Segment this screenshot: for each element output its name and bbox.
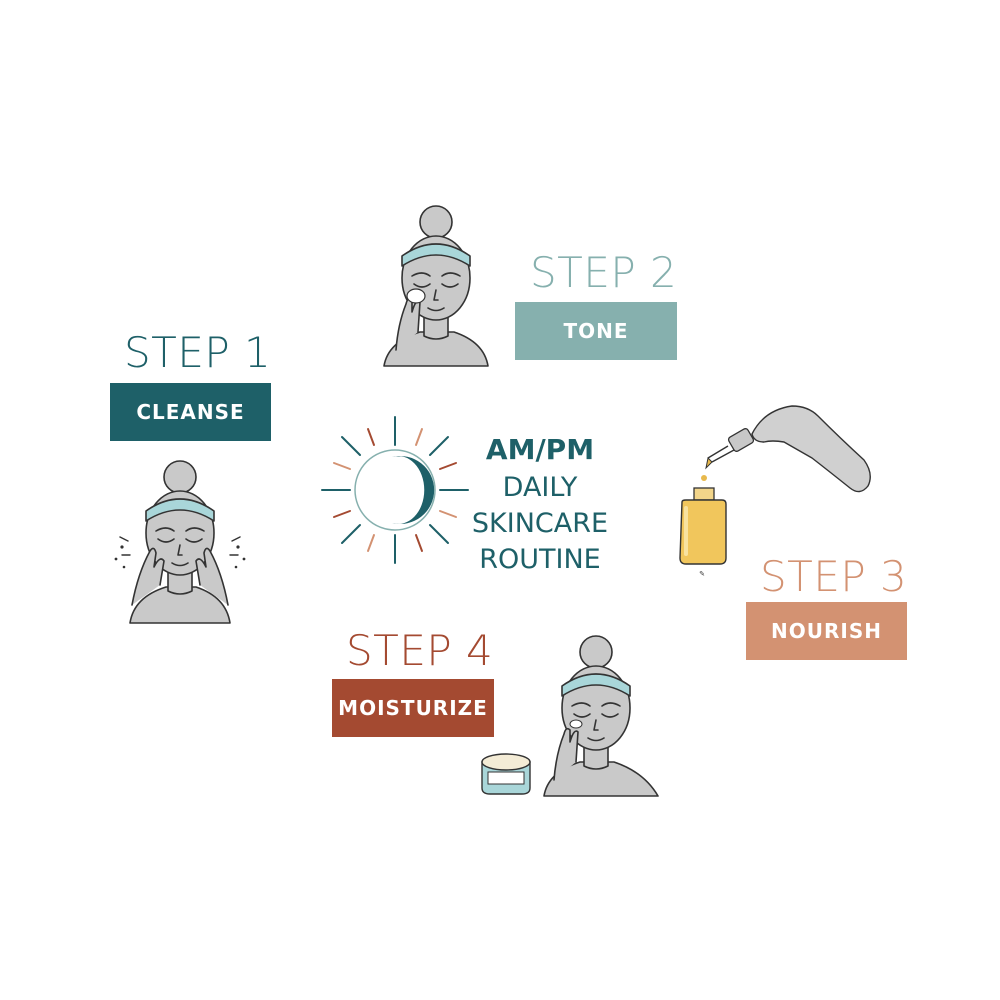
step-2-title: STEP 2	[530, 248, 678, 297]
step-2-label: TONE	[515, 302, 677, 360]
serum-dropper-icon: ✎	[679, 405, 871, 578]
step-3-label: NOURISH	[746, 602, 907, 660]
face-splash-icon	[114, 460, 246, 624]
step-4-title: STEP 4	[346, 626, 494, 675]
step-1-title: STEP 1	[124, 328, 272, 377]
center-line-routine: ROUTINE	[479, 544, 601, 575]
step-1-label: CLEANSE	[110, 383, 271, 441]
face-cotton-pad-icon	[383, 205, 489, 367]
center-heading: AM/PM	[485, 433, 595, 466]
center-line-skincare: SKINCARE	[471, 508, 609, 539]
step-3-title: STEP 3	[760, 552, 908, 601]
cream-jar-icon	[481, 753, 531, 795]
face-cream-icon	[543, 635, 659, 797]
svg-text:✎: ✎	[699, 570, 705, 578]
step-4-label: MOISTURIZE	[332, 679, 494, 737]
sun-moon-icon	[321, 416, 469, 564]
center-line-daily: DAILY	[502, 472, 578, 503]
